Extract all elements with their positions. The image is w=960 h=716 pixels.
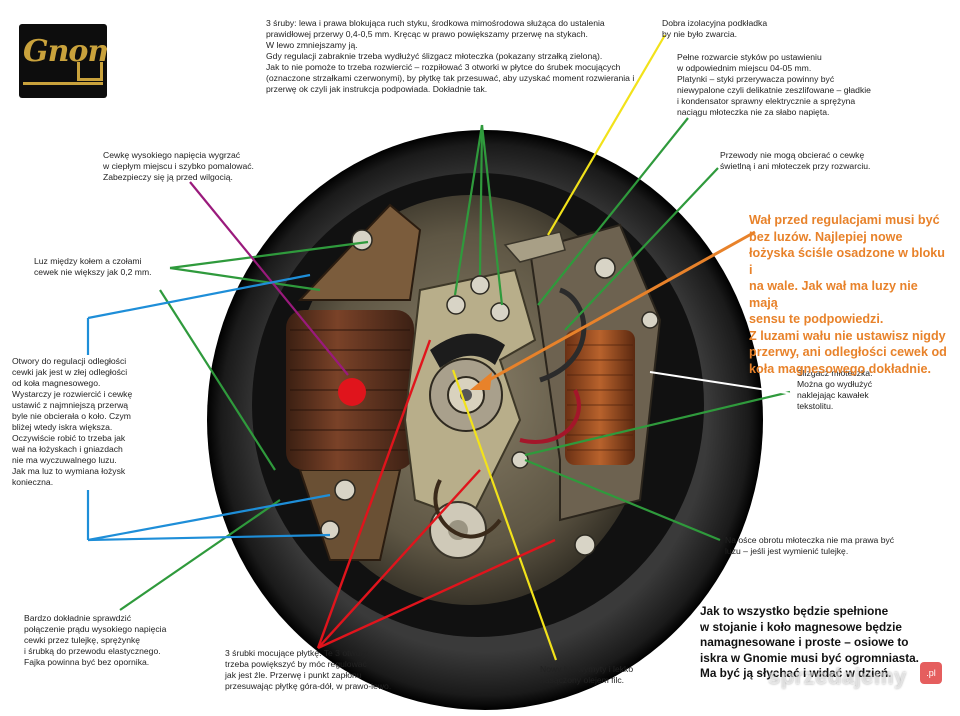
screw-3 <box>470 275 490 295</box>
screw-8 <box>574 534 596 556</box>
note-hv: Bardzo dokładnie sprawdzić połączenie pr… <box>24 613 167 667</box>
screw-7 <box>320 520 340 540</box>
note-shaft: Wał przed regulacjami musi być bez luzów… <box>749 213 947 376</box>
logo-underline <box>23 82 103 85</box>
logo-text: Gnom <box>23 34 107 69</box>
yellow-pointer-lines <box>451 34 666 661</box>
coil-marker-dot <box>338 378 366 406</box>
wire-2 <box>519 389 581 444</box>
screw-5 <box>594 257 616 279</box>
note-contacts: Pełne rozwarcie styków po ustawieniu w o… <box>677 52 871 117</box>
screw-6 <box>334 479 356 501</box>
blue-pointer-lines <box>86 273 331 542</box>
hammer-arm <box>503 231 566 263</box>
wire-1 <box>539 287 587 383</box>
watermark-badge: .pl <box>920 662 942 684</box>
red-pointer-lines <box>316 339 556 650</box>
note-slider: Ślizgacz młoteczka. Można go wydłużyć na… <box>797 368 873 411</box>
purple-pointer-line <box>189 181 349 376</box>
gnom-logo: Gnom <box>19 24 107 98</box>
felt-pad <box>430 333 505 368</box>
note-coil: Cewkę wysokiego napięcia wygrzać w ciepł… <box>103 150 254 182</box>
logo-emblem-icon <box>77 62 103 81</box>
screw-2 <box>446 295 466 315</box>
watermark-text: sprzedajemy <box>768 664 907 689</box>
note-wires: Przewody nie mogą obcierać o cewkę świet… <box>720 150 871 171</box>
green-pointer-lines <box>119 117 791 611</box>
screw-10 <box>641 311 659 329</box>
note-washer: Dobra izolacyjna podkładka by nie było z… <box>662 18 768 39</box>
wire-3 <box>433 479 502 539</box>
summary-text: Jak to wszystko będzie spełnione w stoja… <box>700 604 919 680</box>
screw-9 <box>511 451 529 469</box>
note-felt: Nowy lub wymyty i lekko nasączony olejem… <box>540 664 634 685</box>
screw-4 <box>490 302 510 322</box>
note-holes: Otwory do regulacji odległości cewki jak… <box>12 356 133 487</box>
screw-1 <box>351 229 373 251</box>
note-axle: Na ośce obrotu młoteczka nie ma prawa by… <box>725 535 895 556</box>
lighting-coil <box>565 330 635 465</box>
note-gap: Luz między kołem a czołami cewek nie wię… <box>34 256 152 277</box>
note-three-screws: 3 śruby: lewa i prawa blokująca ruch sty… <box>266 18 635 94</box>
white-pointer-line <box>649 371 846 403</box>
orange-arrow <box>470 230 756 390</box>
note-plate: 3 śrubki mocujące płytkę. Te 3 otwory tr… <box>225 648 392 691</box>
